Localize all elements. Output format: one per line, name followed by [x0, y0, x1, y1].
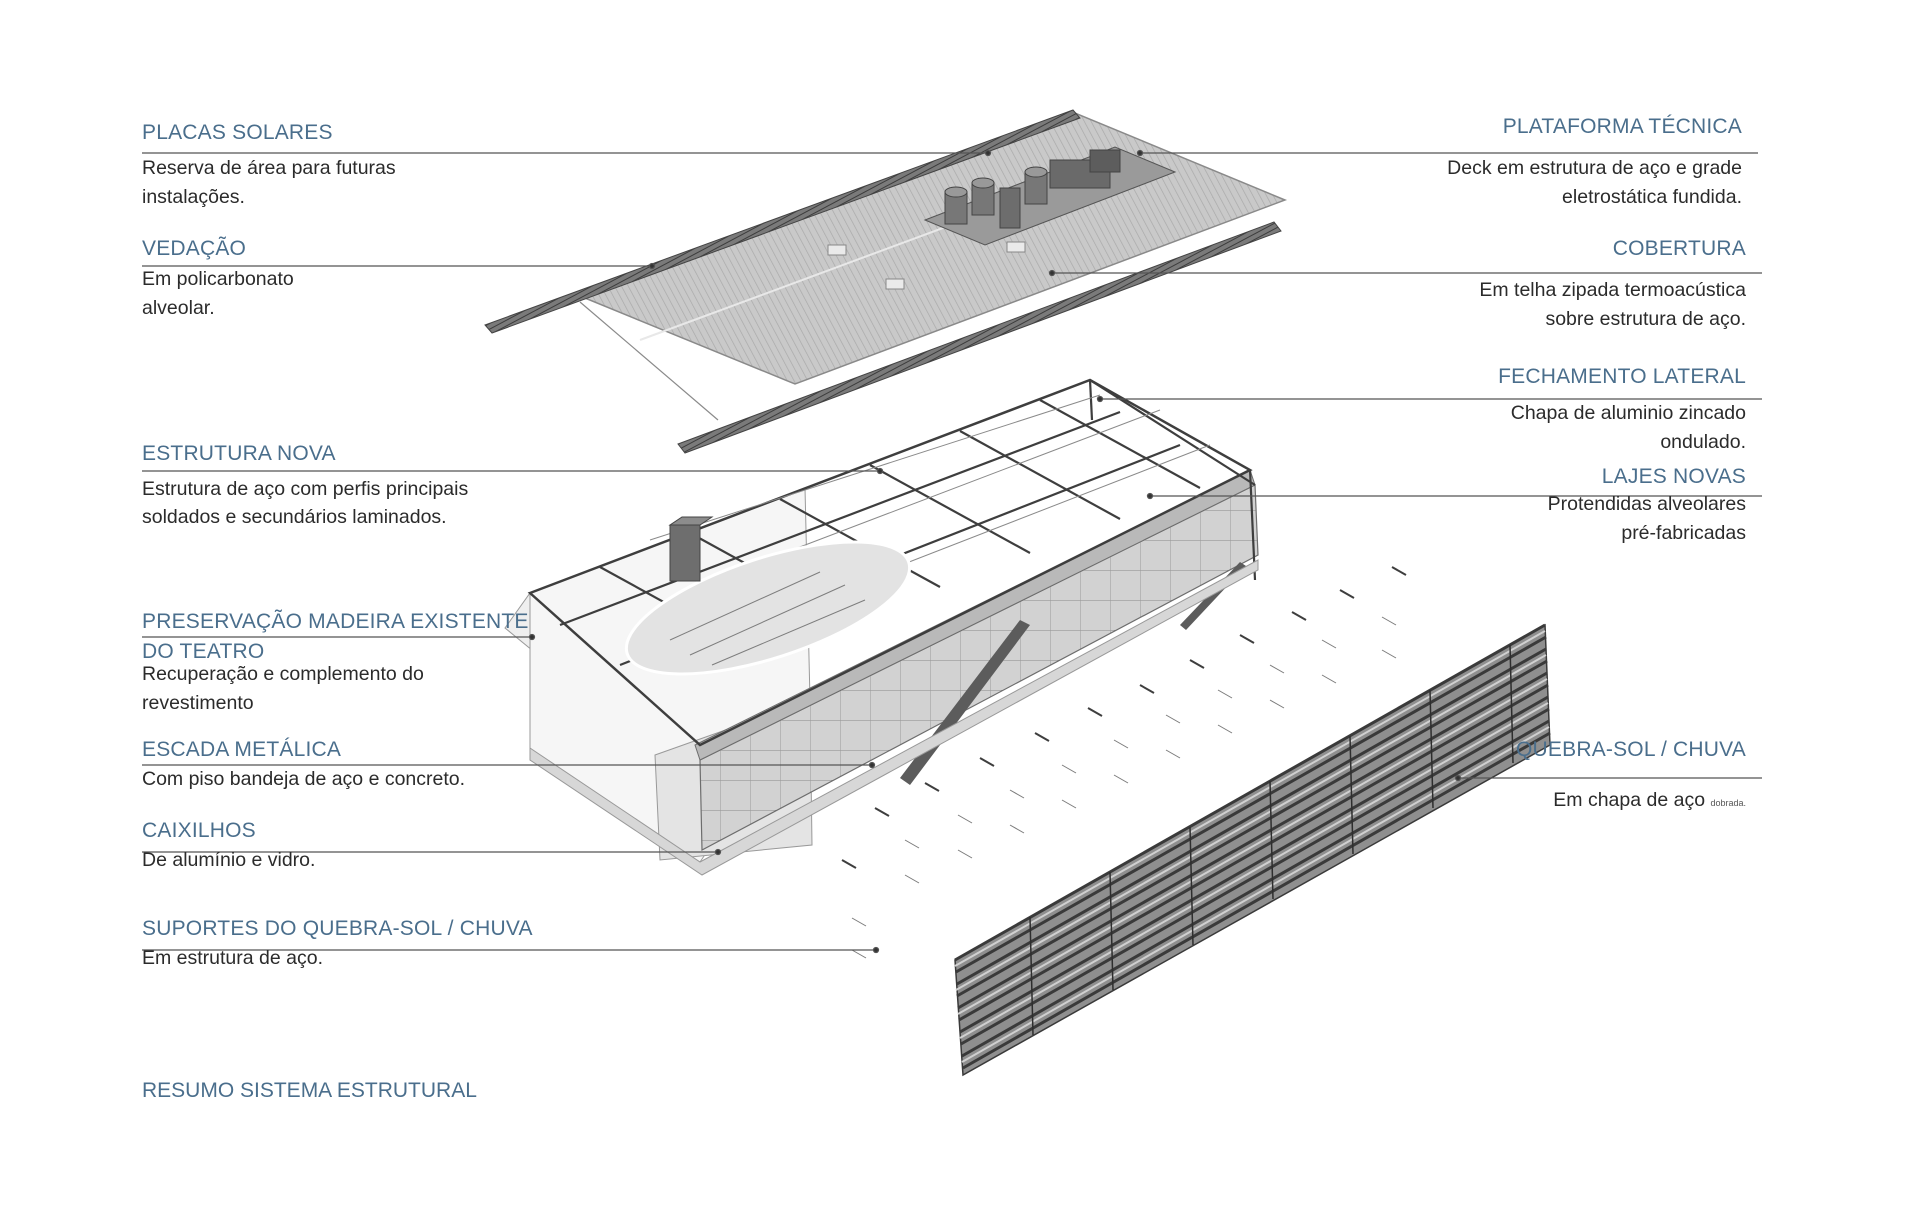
skylight: [827, 244, 847, 256]
label-cobertura-line2: sobre estrutura de aço.: [1545, 308, 1746, 330]
skylight: [885, 278, 905, 290]
label-plataforma-line1: Deck em estrutura de aço e grade: [1447, 157, 1742, 179]
label-estrutura-nova-line2: soldados e secundários laminados.: [142, 506, 447, 528]
label-quebra-sol-small: dobrada.: [1710, 798, 1746, 808]
label-preservacao-line1: Recuperação e complemento do: [142, 663, 424, 685]
label-suportes-title: SUPORTES DO QUEBRA-SOL / CHUVA: [142, 917, 533, 940]
label-quebra-sol-title: QUEBRA-SOL / CHUVA: [1516, 738, 1746, 761]
label-caixilhos-line1: De alumínio e vidro.: [142, 849, 316, 871]
theatre-ribs: [669, 571, 866, 666]
label-vedacao-title: VEDAÇÃO: [142, 237, 247, 260]
technical-platform: [923, 146, 1177, 246]
label-vedacao-line1: Em policarbonato: [142, 268, 294, 290]
sunshade-supports-light: [851, 616, 1397, 959]
label-lajes-line1: Protendidas alveolares: [1547, 493, 1746, 515]
roof-edge-back: [484, 109, 1081, 334]
label-preservacao-title: PRESERVAÇÃO MADEIRA EXISTENTE: [142, 610, 529, 633]
building-structure: [504, 378, 1259, 876]
sunshade-supports: [841, 566, 1407, 869]
label-fechamento-line1: Chapa de aluminio zincado: [1510, 402, 1746, 424]
label-caixilhos-title: CAIXILHOS: [142, 819, 256, 842]
sunshade-panel: [954, 623, 1551, 1077]
theatre-oval-roof: [624, 540, 912, 676]
label-estrutura-nova-line1: Estrutura de aço com perfis principais: [142, 478, 469, 500]
label-placas-solares-title: PLACAS SOLARES: [142, 121, 333, 144]
summary-title: RESUMO SISTEMA ESTRUTURAL: [142, 1079, 477, 1102]
label-fechamento-title: FECHAMENTO LATERAL: [1498, 365, 1746, 388]
label-fechamento-line2: ondulado.: [1660, 431, 1746, 453]
label-suportes-line1: Em estrutura de aço.: [142, 947, 324, 969]
label-escada-title: ESCADA METÁLICA: [142, 738, 342, 761]
label-quebra-sol-main: Em chapa de aço: [1553, 789, 1706, 811]
label-estrutura-nova-title: ESTRUTURA NOVA: [142, 442, 336, 465]
label-placas-solares-line1: Reserva de área para futuras: [142, 157, 396, 179]
label-cobertura-line1: Em telha zipada termoacústica: [1479, 279, 1746, 301]
label-plataforma-title: PLATAFORMA TÉCNICA: [1502, 115, 1742, 138]
label-cobertura-title: COBERTURA: [1612, 237, 1746, 260]
label-lajes-title: LAJES NOVAS: [1601, 465, 1746, 488]
exhaust-box: [669, 524, 701, 582]
label-escada-line1: Com piso bandeja de aço e concreto.: [142, 768, 466, 790]
leader-lines: [142, 149, 1762, 954]
label-preservacao-line2: revestimento: [142, 692, 254, 714]
label-quebra-sol-line1: Em chapa de aço dobrada.: [1553, 786, 1746, 818]
skylight: [1006, 241, 1026, 253]
label-lajes-line2: pré-fabricadas: [1621, 522, 1746, 544]
roof-assembly: [484, 109, 1288, 454]
roof-edge-front: [677, 221, 1282, 454]
label-placas-solares-line2: instalações.: [142, 186, 245, 208]
label-plataforma-line2: eletrostática fundida.: [1562, 186, 1742, 208]
label-preservacao-title2: DO TEATRO: [142, 640, 265, 663]
label-vedacao-line2: alveolar.: [142, 297, 215, 319]
